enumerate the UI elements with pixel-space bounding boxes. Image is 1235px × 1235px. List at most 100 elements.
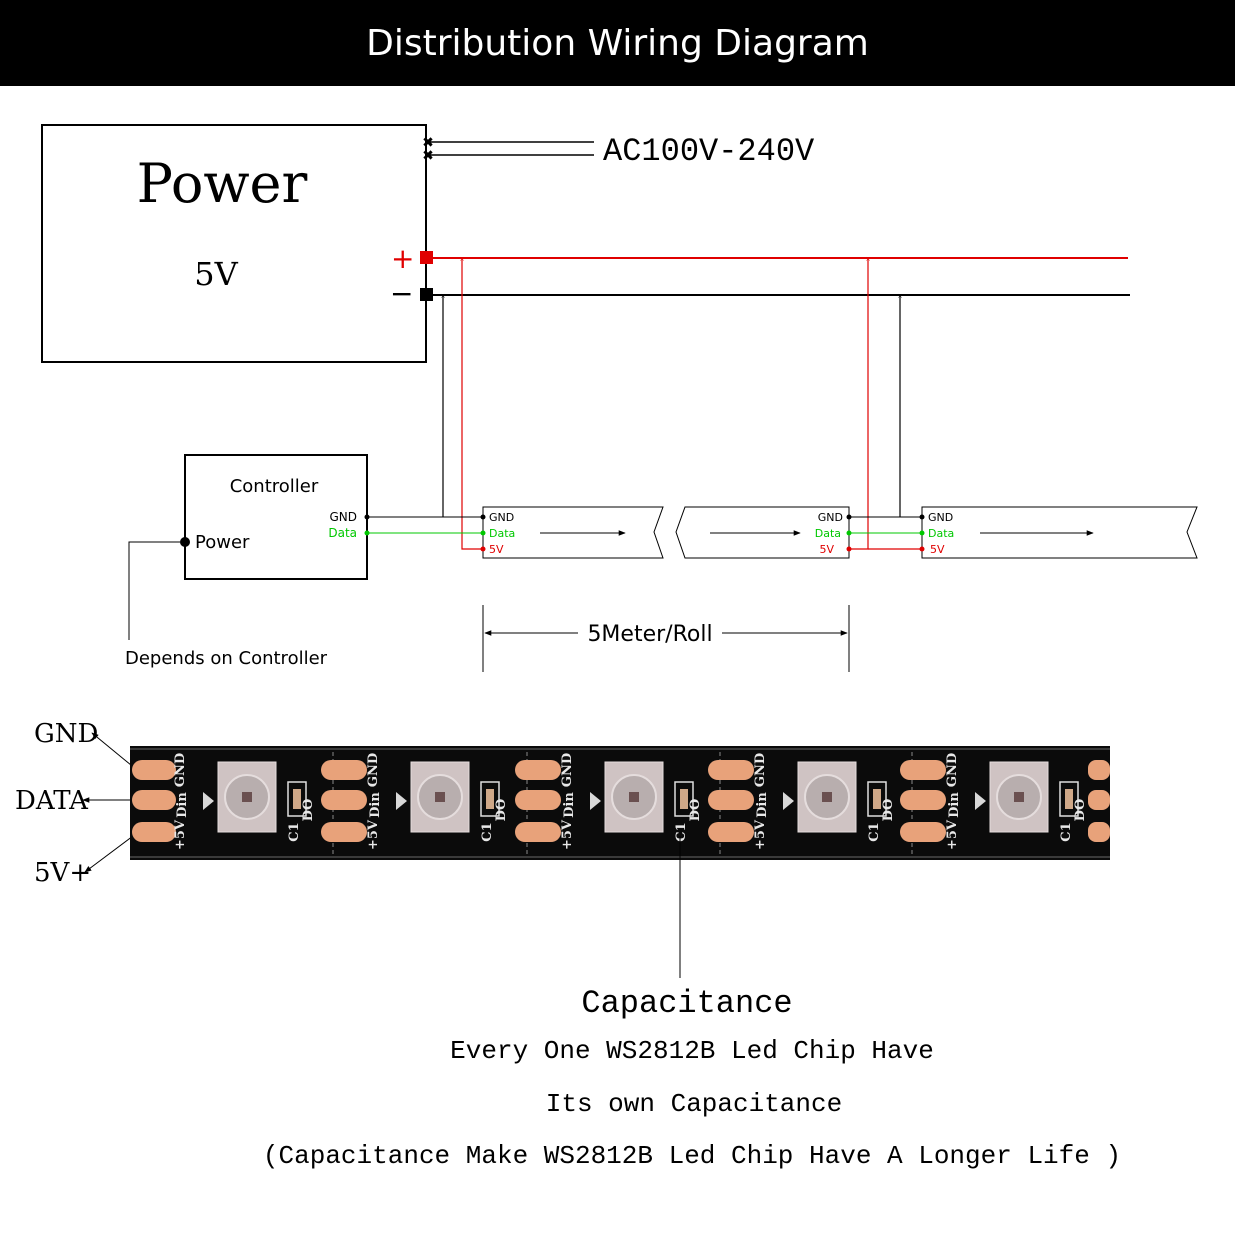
silk-c1: C1 [1059,822,1074,841]
strip2-data-label: Data [815,527,841,540]
solder-pad [708,760,754,780]
capacitance-line3: (Capacitance Make WS2812B Led Chip Have … [263,1141,1121,1171]
strip2-5v-label: 5V [819,543,834,556]
silk-do: DO [494,799,509,822]
capacitor-outline [480,781,500,817]
capacitance-line1: Every One WS2812B Led Chip Have [450,1036,934,1066]
solder-pad [1088,760,1110,780]
silk-gnd: GND [560,753,575,787]
capacitor-outline [1059,781,1079,817]
capacitance-line2: Its own Capacitance [546,1089,842,1119]
solder-pad [708,790,754,810]
strip1-5v-label: 5V [489,543,504,556]
wiring-diagram: Power 5V ✖ ✖ AC100V-240V + − × × × × Con… [15,124,1198,1171]
positive-terminal [420,251,433,264]
silk-c1: C1 [867,822,882,841]
power-voltage: 5V [194,255,238,293]
solder-pad [132,760,176,780]
svg-text:×: × [865,254,870,264]
controller-data-label: Data [328,526,357,540]
silk-gnd: GND [945,753,960,787]
controller-gnd-label: GND [329,510,357,524]
controller-power-lead [128,541,180,640]
silk-din: Din [368,792,383,818]
controller-title: Controller [230,476,319,497]
power-drops: × × × × [440,254,922,550]
din-arrow-icon [590,792,601,810]
minus-sign: − [390,277,413,310]
silk-c1: C1 [480,822,495,841]
plus-sign: + [391,242,414,275]
solder-pad [321,822,367,842]
silk-do: DO [1073,799,1088,822]
pad-gnd-arrow [91,732,138,771]
page-title: Distribution Wiring Diagram [366,22,869,64]
pad-5v-arrow [84,832,138,873]
led-die [1014,792,1024,802]
capacitance-title: Capacitance [581,985,792,1022]
solder-pad [515,760,561,780]
silk-gnd: GND [366,753,381,787]
ac-input-wires: ✖ ✖ [422,135,594,164]
capacitor-outline [867,781,887,817]
svg-text:✖: ✖ [422,148,434,164]
solder-pad [1088,790,1110,810]
solder-pad [1088,822,1110,842]
svg-text:×: × [897,291,902,301]
din-arrow-icon [396,792,407,810]
ac-input-label: AC100V-240V [603,133,815,170]
din-arrow-icon [975,792,986,810]
solder-pad [900,760,946,780]
pad-5v-label: 5V+ [34,858,91,888]
led-die [822,792,832,802]
roll-length-label: 5Meter/Roll [587,622,712,647]
capacitor [680,789,688,809]
capacitor [486,789,494,809]
silk-do: DO [301,799,316,822]
silk-din: Din [175,792,190,818]
solder-pad [321,790,367,810]
pad-data-label: DATA [15,786,89,816]
solder-pad [321,760,367,780]
capacitor [293,789,301,809]
silk-c1: C1 [287,822,302,841]
led-die [435,792,445,802]
solder-pad [132,822,176,842]
din-arrow-icon [203,792,214,810]
silk-c1: C1 [674,822,689,841]
solder-pad [708,822,754,842]
controller-power-port [180,537,190,547]
capacitor [1065,789,1073,809]
silk-gnd: GND [173,753,188,787]
silk-5v: +5V [173,819,188,850]
led-die [242,792,252,802]
controller-power-label: Power [195,532,250,553]
silk-5v: +5V [366,819,381,850]
silk-5v: +5V [560,819,575,850]
strip3-5v-label: 5V [930,543,945,556]
negative-terminal [420,288,433,301]
strip1-data-label: Data [489,527,515,540]
strip3-gnd-label: GND [928,511,953,524]
strip2-gnd-label: GND [818,511,843,524]
capacitor-outline [287,781,307,817]
silk-do: DO [881,799,896,822]
strip1-gnd-label: GND [489,511,514,524]
silk-do: DO [688,799,703,822]
capacitor-outline [674,781,694,817]
silk-din: Din [562,792,577,818]
din-arrow-icon [783,792,794,810]
page-header: Distribution Wiring Diagram [0,0,1235,86]
capacitor [873,789,881,809]
solder-pad [515,822,561,842]
strip3-data-label: Data [928,527,954,540]
solder-pad [132,790,176,810]
power-title: Power [137,152,308,215]
strip-segment-2 [675,506,850,559]
silk-din: Din [755,792,770,818]
silk-5v: +5V [945,819,960,850]
led-strip-pcb: DinGND+5VDOC1DinGND+5VDOC1DinGND+5VDOC1D… [130,746,1110,860]
silk-5v: +5V [753,819,768,850]
power-supply-box [41,124,427,363]
controller-note: Depends on Controller [125,648,328,669]
